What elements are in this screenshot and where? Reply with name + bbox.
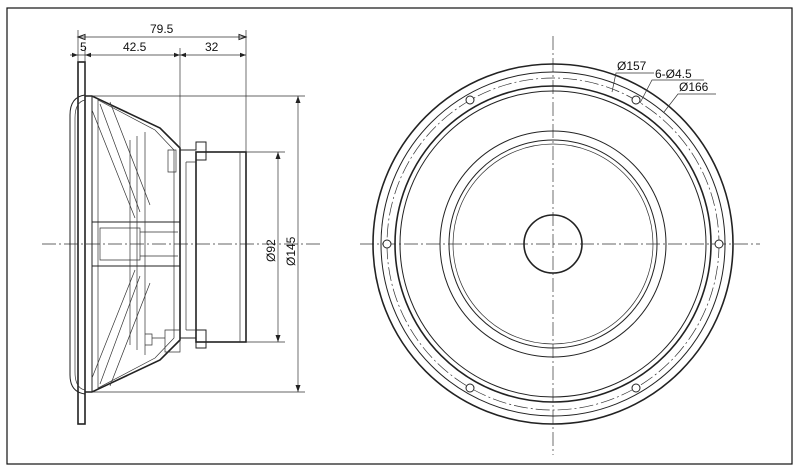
dim-magnet-depth: 32 [205, 40, 219, 54]
mounting-flange [77, 61, 86, 425]
dim-flange-thickness: 5 [80, 40, 87, 54]
dim-magnet-diameter: Ø92 [264, 239, 278, 262]
dust-cap [523, 214, 583, 274]
basket-frame [85, 95, 181, 393]
dim-frame-depth: 42.5 [123, 40, 147, 54]
leader-bolt-circle [611, 72, 654, 93]
surround-outer [439, 130, 667, 358]
dim-total-depth: 79.5 [150, 22, 174, 36]
leader-mounting-holes [639, 79, 704, 104]
surround-inner [448, 139, 658, 349]
magnet-body [195, 151, 247, 343]
mounting-hole-3 [465, 95, 475, 105]
mounting-hole-5 [465, 383, 475, 393]
mounting-hole-6 [631, 383, 641, 393]
mounting-hole-4 [631, 95, 641, 105]
outer-rim [372, 63, 734, 425]
label-outer-diameter: Ø166 [679, 80, 709, 94]
mounting-hole-2 [714, 239, 724, 249]
leader-outer-diameter [663, 93, 716, 113]
mounting-hole-1 [382, 239, 392, 249]
side-view: 79.5 5 42.5 32 Ø92 Ø145 [42, 22, 320, 425]
flange-lip [69, 94, 86, 395]
dim-basket-diameter: Ø145 [284, 236, 298, 266]
label-bolt-circle: Ø157 [617, 59, 647, 73]
label-mounting-holes: 6-Ø4.5 [655, 67, 692, 81]
front-view: Ø157 6-Ø4.5 Ø166 [360, 36, 760, 455]
